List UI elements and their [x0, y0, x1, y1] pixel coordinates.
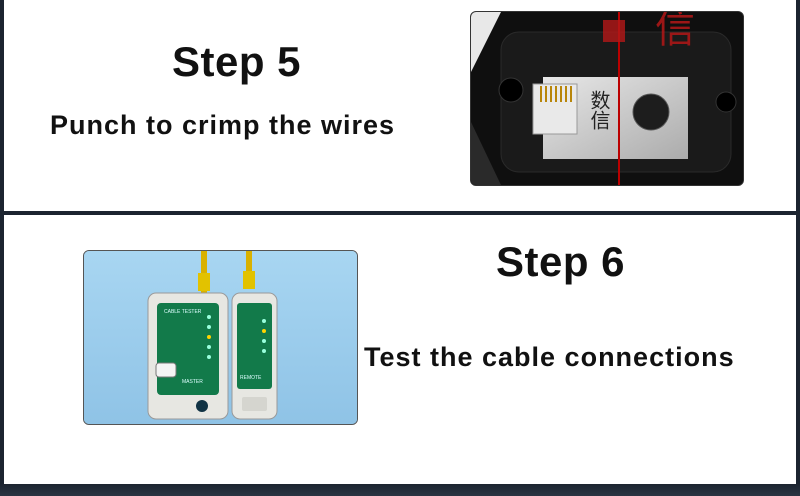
step5-title: Step 5	[172, 38, 302, 85]
crimping-tool-photo: 数信 信	[470, 11, 744, 186]
tester-left-bottom-label: MASTER	[182, 379, 203, 385]
step5-description: Punch to crimp the wires	[50, 110, 396, 140]
section-divider	[0, 211, 800, 215]
cable-tester-illustration	[84, 251, 357, 424]
svg-text:信: 信	[655, 12, 695, 52]
tester-right-bottom-label: REMOTE	[240, 375, 262, 381]
tester-left-label: CABLE TESTER	[164, 309, 202, 315]
cable-tester-photo: CABLE TESTER MASTER REMOTE	[83, 250, 358, 425]
step6-title: Step 6	[496, 238, 626, 285]
crimping-tool-illustration: 数信 信	[471, 12, 743, 185]
step6-description: Test the cable connections	[364, 342, 735, 372]
svg-text:数信: 数信	[587, 90, 611, 130]
bottom-border	[0, 484, 800, 496]
